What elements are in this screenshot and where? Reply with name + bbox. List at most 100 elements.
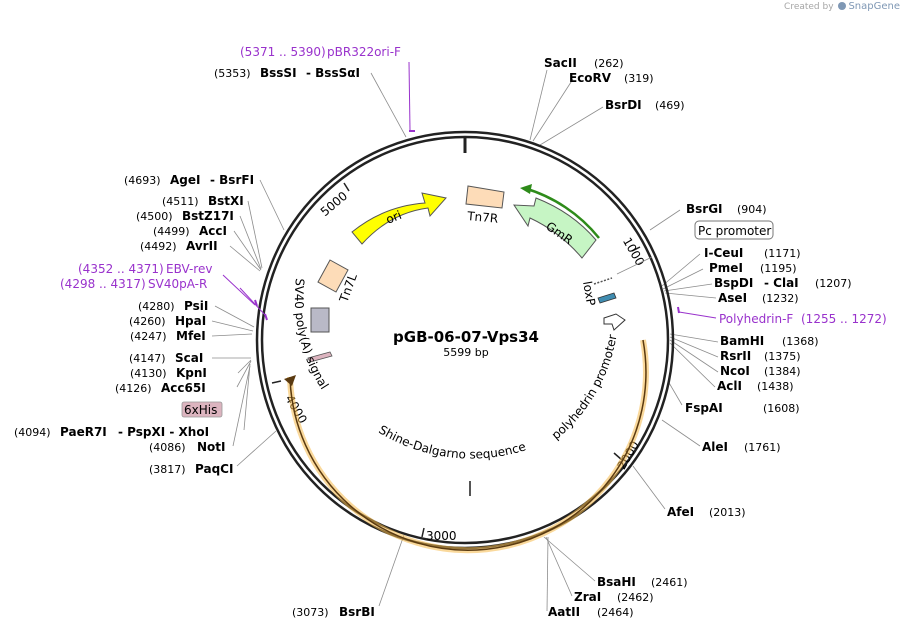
- site-bsrgi: BsrGI (904): [686, 202, 767, 216]
- site-psii: (4280)PsiI: [138, 299, 208, 313]
- svg-text:AvrII: AvrII: [186, 239, 218, 253]
- primer-label: EBV-rev: [166, 262, 212, 276]
- tn7l-feature: Tn7L: [317, 259, 360, 305]
- cds-line: [289, 339, 647, 551]
- svg-text:SacII: SacII: [544, 56, 577, 70]
- svg-text:(2462): (2462): [617, 591, 654, 604]
- svg-text:- ClaI: - ClaI: [764, 276, 799, 290]
- svg-text:- BssSαI: - BssSαI: [306, 66, 360, 80]
- svg-text:(904): (904): [737, 203, 767, 216]
- svg-text:(4492): (4492): [140, 240, 177, 253]
- site-acci: (4499) AccI: [153, 224, 227, 238]
- loxp-feature: loxP: [580, 277, 617, 307]
- site-zrai: ZraI (2462): [574, 590, 654, 604]
- primer-label: Polyhedrin-F: [719, 312, 793, 326]
- svg-text:(1368): (1368): [782, 335, 819, 348]
- site-mfei: (4247) MfeI: [130, 329, 206, 343]
- svg-text:(4147): (4147): [129, 352, 166, 365]
- svg-text:(4280): (4280): [138, 300, 175, 313]
- site-bsssi: (5353)BssSI- BssSαI: [214, 66, 360, 80]
- svg-text:Acc65I: Acc65I: [161, 381, 206, 395]
- site-sacii: SacII(262): [544, 56, 624, 70]
- svg-text:(4260): (4260): [129, 315, 166, 328]
- primer-pbr322ori-f: (5371 .. 5390) pBR322ori-F: [240, 45, 415, 132]
- gmr-feature: GmR: [513, 184, 600, 259]
- site-scai: (4147) ScaI: [129, 351, 203, 365]
- svg-text:AleI: AleI: [702, 440, 728, 454]
- svg-text:BstZ17I: BstZ17I: [182, 209, 234, 223]
- sv40-label: SV40 poly(A) signal: [292, 278, 331, 392]
- tick-label-3000: 3000: [426, 529, 457, 543]
- site-bstxi: (4511)BstXI: [162, 194, 244, 208]
- svg-text:(1195): (1195): [760, 262, 797, 275]
- svg-text:(1384): (1384): [764, 365, 801, 378]
- svg-text:BsrGI: BsrGI: [686, 202, 723, 216]
- svg-text:ScaI: ScaI: [175, 351, 203, 365]
- svg-text:AccI: AccI: [199, 224, 227, 238]
- site-bsrdi: BsrDI(469): [605, 98, 685, 112]
- site-i-ceui: I-CeuI (1171): [704, 246, 801, 260]
- primer-range: (4298 .. 4317): [60, 277, 146, 291]
- site-avrii: (4492) AvrII: [140, 239, 218, 253]
- svg-text:BspDI: BspDI: [714, 276, 753, 290]
- pc-promoter-label: Pc promoter: [698, 224, 771, 238]
- primer-range: (4352 .. 4371): [78, 262, 164, 276]
- snapgene-logo-icon: [838, 2, 847, 10]
- svg-text:(2464): (2464): [597, 606, 634, 619]
- svg-text:BsaHI: BsaHI: [597, 575, 636, 589]
- site-rsrii: RsrII(1375): [720, 349, 801, 363]
- svg-text:(469): (469): [655, 99, 685, 112]
- svg-text:(4500): (4500): [136, 210, 173, 223]
- svg-text:AclI: AclI: [717, 379, 742, 393]
- site-paer7i-pspxi-xhoi: (4094)PaeR7I- PspXI - XhoI: [14, 425, 209, 439]
- svg-text:(4511): (4511): [162, 195, 199, 208]
- svg-text:PaeR7I: PaeR7I: [60, 425, 107, 439]
- site-acli: AclI(1438): [717, 379, 794, 393]
- tn7r-feature: Tn7R: [465, 185, 505, 226]
- svg-text:(4094): (4094): [14, 426, 51, 439]
- ori-feature: ori: [351, 192, 447, 245]
- svg-text:(4126): (4126): [115, 382, 152, 395]
- pc-promoter-leader: [616, 256, 653, 275]
- svg-text:(1171): (1171): [764, 247, 801, 260]
- site-hpai: (4260)HpaI: [129, 314, 206, 328]
- svg-text:PmeI: PmeI: [709, 261, 743, 275]
- svg-text:(4499): (4499): [153, 225, 190, 238]
- site-afei: AfeI(2013): [667, 505, 746, 519]
- svg-text:I-CeuI: I-CeuI: [704, 246, 743, 260]
- site-bsrbi: (3073) BsrBI: [292, 605, 375, 619]
- svg-text:KpnI: KpnI: [176, 366, 207, 380]
- primer-polyhedrin-f: Polyhedrin-F (1255 .. 1272): [677, 306, 887, 326]
- tn7r-label: Tn7R: [466, 209, 499, 226]
- his-tag-label: 6xHis: [184, 403, 217, 417]
- svg-text:(4247): (4247): [130, 330, 167, 343]
- cds-arrowhead-icon: [284, 375, 296, 386]
- svg-text:(3817): (3817): [149, 463, 186, 476]
- site-pmei: PmeI (1195): [709, 261, 797, 275]
- primer-sv40pa-r: (4298 .. 4317) SV40pA-R: [60, 277, 268, 321]
- tick-label-1000: 1000: [620, 235, 647, 268]
- site-asei: AseI(1232): [718, 291, 799, 305]
- site-paqci: (3817) PaqCI: [149, 462, 233, 476]
- svg-text:ZraI: ZraI: [574, 590, 601, 604]
- his-tag-box: [181, 401, 223, 418]
- svg-text:NcoI: NcoI: [720, 364, 750, 378]
- plasmid-name: pGB-06-07-Vps34: [393, 328, 539, 346]
- svg-text:RsrII: RsrII: [720, 349, 751, 363]
- primer-ebv-rev: (4352 .. 4371) EBV-rev: [78, 262, 258, 307]
- site-alei: AleI (1761): [702, 440, 781, 454]
- svg-text:(1761): (1761): [744, 441, 781, 454]
- svg-text:AgeI: AgeI: [170, 173, 200, 187]
- svg-text:PaqCI: PaqCI: [195, 462, 233, 476]
- svg-text:BsrBI: BsrBI: [339, 605, 375, 619]
- svg-text:(4693): (4693): [124, 174, 161, 187]
- pc-promoter-box: [694, 220, 774, 240]
- site-fspai: FspAI(1608): [685, 401, 800, 415]
- svg-text:MfeI: MfeI: [176, 329, 206, 343]
- svg-text:(1232): (1232): [762, 292, 799, 305]
- cds-band: [287, 339, 649, 554]
- loxp-label: loxP: [580, 280, 598, 307]
- svg-text:- BsrFI: - BsrFI: [210, 173, 254, 187]
- svg-text:(3073): (3073): [292, 606, 329, 619]
